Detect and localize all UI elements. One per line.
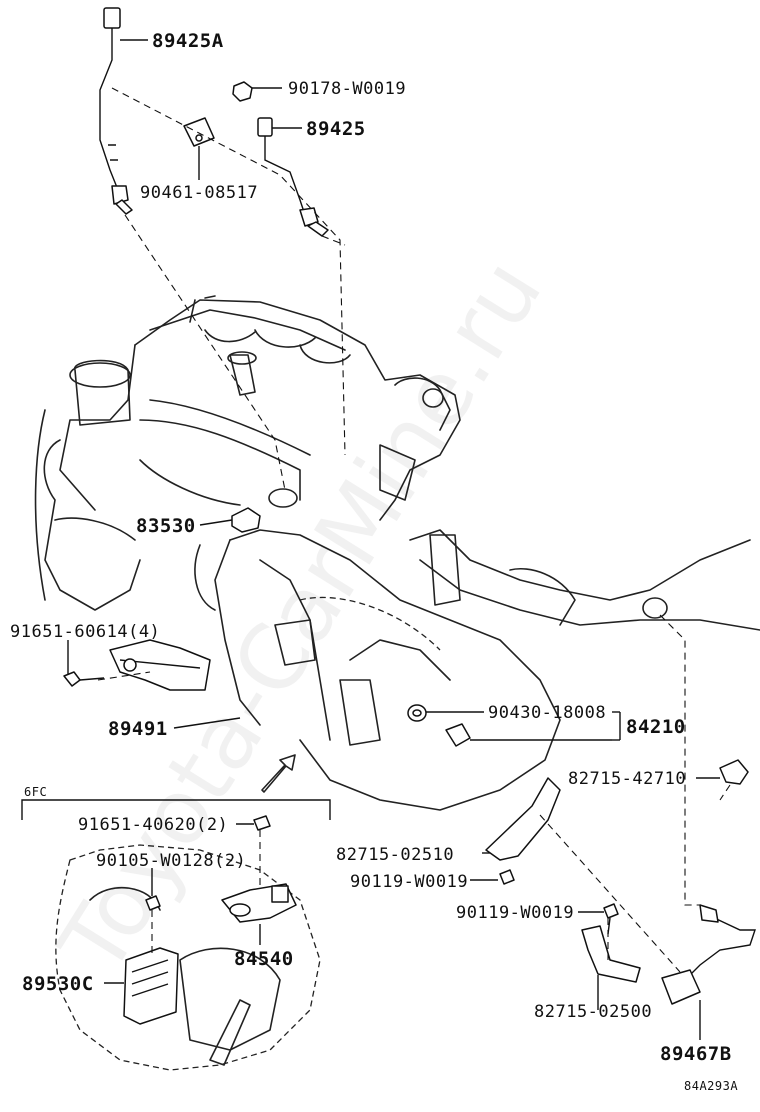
oxygen-sensor-89425A[interactable] [99,7,133,215]
label-89467B: 89467B [660,1043,732,1065]
bolt-90105-W0128[interactable] [145,895,161,911]
label-83530: 83530 [136,515,196,537]
crank-position-sensor-89491[interactable] [109,639,211,691]
bracket-82715-02500[interactable] [581,925,641,983]
gasket-90430-18008[interactable] [407,704,427,722]
label-91651-60614: 91651-60614(4) [10,622,160,642]
label-84210: 84210 [626,716,686,738]
label-89425A: 89425A [152,30,224,52]
label-90178-W0019: 90178-W0019 [288,79,406,99]
label-90461-08517: 90461-08517 [140,183,258,203]
label-82715-02510: 82715-02510 [336,845,454,865]
engine-illustration [34,295,760,811]
bolt-90119-W0019-b[interactable] [603,903,619,935]
inset-tag: 6FC [24,785,47,799]
clamp-90461-08517[interactable] [183,117,215,147]
oxygen-sensor-89467B[interactable] [661,904,756,1005]
label-90430-18008: 90430-18008 [488,703,606,723]
bolt-90119-W0019-a[interactable] [499,869,515,885]
bolt-91651-60614[interactable] [63,671,105,687]
oil-pressure-switch-83530[interactable] [231,507,261,533]
label-82715-42710: 82715-42710 [568,769,686,789]
switch-84540[interactable] [221,883,297,923]
nut-90178-W0019[interactable] [232,81,253,102]
label-82715-02500: 82715-02500 [534,1002,652,1022]
label-84540: 84540 [234,948,294,970]
bracket-82715-02510[interactable] [485,777,561,861]
bolt-91651-40620[interactable] [253,815,271,831]
oxygen-sensor-89425[interactable] [257,117,329,237]
leader-lines [67,39,731,1040]
neutral-start-switch-84210[interactable] [445,723,471,747]
label-90105-W0128: 90105-W0128(2) [96,851,246,871]
label-89530C: 89530C [22,973,94,995]
label-90119-W0019-b: 90119-W0019 [456,903,574,923]
label-91651-40620: 91651-40620(2) [78,815,228,835]
clip-82715-42710[interactable] [719,759,749,785]
figure-code: 84A293A [684,1079,738,1093]
label-89491: 89491 [108,718,168,740]
ecu-89530C[interactable] [123,947,179,1025]
label-90119-W0019-a: 90119-W0019 [350,872,468,892]
label-89425: 89425 [306,118,366,140]
inset-6FC [21,799,331,1071]
